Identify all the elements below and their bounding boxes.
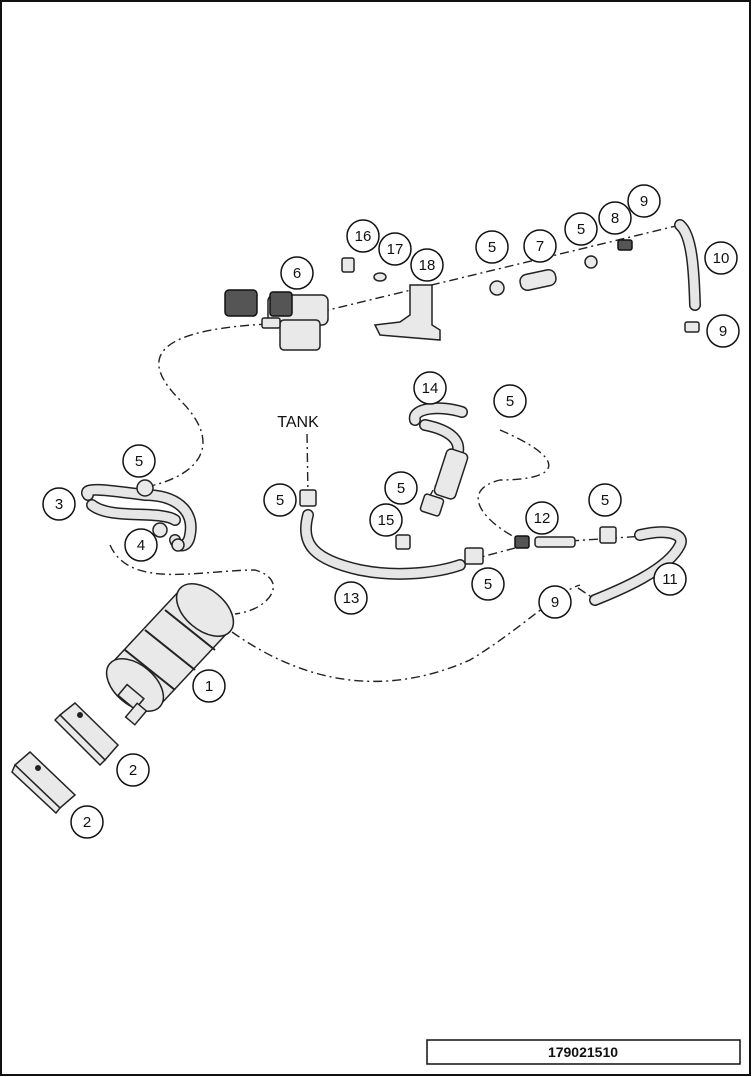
callout-5f: 5 xyxy=(588,483,622,517)
callout-1: 1 xyxy=(192,669,226,703)
svg-text:7: 7 xyxy=(536,238,544,255)
clamp-5-upper-part xyxy=(489,255,598,296)
reference-number: 179021510 xyxy=(548,1044,618,1060)
svg-text:5: 5 xyxy=(397,480,405,497)
svg-text:5: 5 xyxy=(488,239,496,256)
callout-12: 12 xyxy=(525,501,559,535)
callout-9b: 9 xyxy=(706,314,740,348)
hose-10-part xyxy=(674,219,701,311)
svg-text:16: 16 xyxy=(355,228,372,245)
svg-text:4: 4 xyxy=(137,537,145,554)
callout-14: 14 xyxy=(413,371,447,405)
bracket-part xyxy=(373,284,441,341)
callout-9c: 9 xyxy=(538,585,572,619)
callout-5c: 5 xyxy=(384,471,418,505)
svg-text:12: 12 xyxy=(534,510,551,527)
strap-part-upper xyxy=(53,701,120,767)
svg-text:5: 5 xyxy=(577,221,585,238)
svg-text:3: 3 xyxy=(55,496,63,513)
svg-text:9: 9 xyxy=(551,594,559,611)
clip-9-right-part xyxy=(684,321,700,333)
callout-5e: 5 xyxy=(471,567,505,601)
svg-text:5: 5 xyxy=(135,453,143,470)
callout-6: 6 xyxy=(280,256,314,290)
hose-14-part xyxy=(395,402,469,550)
callout-5g: 5 xyxy=(475,230,509,264)
callout-15: 15 xyxy=(369,503,403,537)
svg-text:18: 18 xyxy=(419,257,436,274)
svg-text:2: 2 xyxy=(129,762,137,779)
callout-10: 10 xyxy=(704,241,738,275)
svg-text:9: 9 xyxy=(640,193,648,210)
callout-3: 3 xyxy=(42,487,76,521)
svg-text:15: 15 xyxy=(378,512,395,529)
callout-18: 18 xyxy=(410,248,444,282)
reference-box xyxy=(426,1039,741,1065)
svg-text:5: 5 xyxy=(601,492,609,509)
svg-text:5: 5 xyxy=(484,576,492,593)
callout-5b: 5 xyxy=(263,483,297,517)
purge-valve-part xyxy=(224,289,329,351)
svg-text:9: 9 xyxy=(719,323,727,340)
svg-text:1: 1 xyxy=(205,678,213,695)
strap-part-lower xyxy=(11,750,77,815)
connector-7-part xyxy=(519,268,557,292)
bolt-part xyxy=(341,257,355,273)
svg-text:5: 5 xyxy=(276,492,284,509)
callout-11: 11 xyxy=(653,562,687,596)
hose-11-part xyxy=(589,526,687,606)
washer-part xyxy=(373,272,387,282)
svg-text:14: 14 xyxy=(422,380,439,397)
callout-5a: 5 xyxy=(122,444,156,478)
svg-text:5: 5 xyxy=(506,393,514,410)
callout-4: 4 xyxy=(124,528,158,562)
callout-2a: 2 xyxy=(116,753,150,787)
callout-8: 8 xyxy=(598,201,632,235)
svg-text:2: 2 xyxy=(83,814,91,831)
fitting-8-part xyxy=(617,239,633,251)
hose-3-part xyxy=(81,479,197,552)
callout-2b: 2 xyxy=(70,805,104,839)
callout-7: 7 xyxy=(523,229,557,263)
svg-text:6: 6 xyxy=(293,265,301,282)
svg-text:13: 13 xyxy=(343,590,360,607)
callout-16: 16 xyxy=(346,219,380,253)
svg-text:8: 8 xyxy=(611,210,619,227)
svg-text:10: 10 xyxy=(713,250,730,267)
svg-text:17: 17 xyxy=(387,241,404,258)
callout-5h: 5 xyxy=(564,212,598,246)
callout-17: 17 xyxy=(378,232,412,266)
tank-label: TANK xyxy=(277,414,319,431)
hose-13-part xyxy=(299,489,484,580)
svg-text:11: 11 xyxy=(662,571,678,588)
fitting-12-part xyxy=(514,535,576,549)
canister-part xyxy=(105,583,235,726)
callout-9a: 9 xyxy=(627,184,661,218)
callout-13: 13 xyxy=(334,581,368,615)
callout-5d: 5 xyxy=(493,384,527,418)
